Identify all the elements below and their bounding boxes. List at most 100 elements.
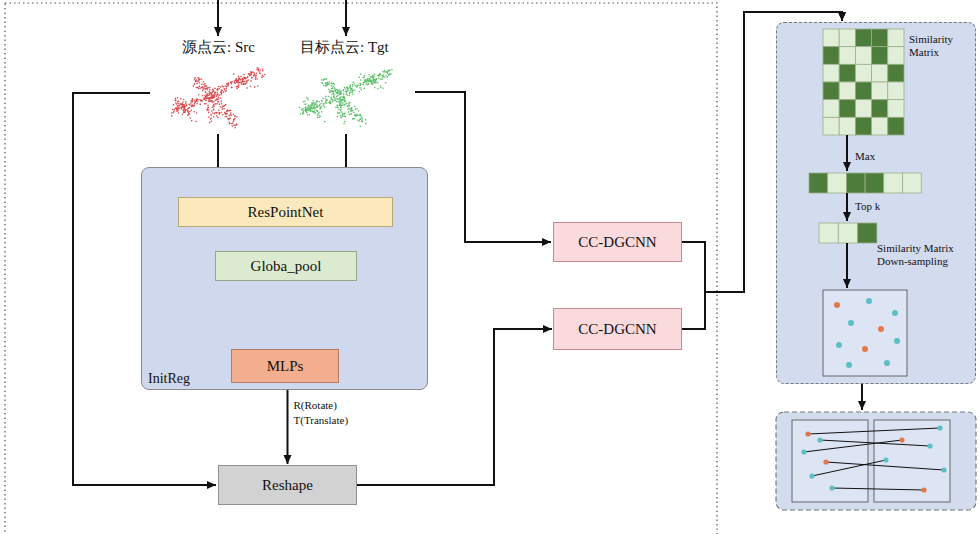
cloud-point <box>201 87 203 89</box>
cloud-point <box>344 87 346 89</box>
cloud-point <box>311 102 313 104</box>
cloud-point <box>180 104 182 106</box>
process-box: ResPointNet <box>178 197 393 227</box>
cloud-point <box>356 86 358 88</box>
cloud-point <box>324 121 326 123</box>
cloud-point <box>196 103 198 105</box>
cloud-point <box>347 88 349 90</box>
panel-label: Max <box>855 150 915 163</box>
cloud-point <box>329 102 331 104</box>
cloud-point <box>377 88 379 90</box>
cloud-point <box>335 106 337 108</box>
cloud-point <box>211 93 213 95</box>
cloud-point <box>226 116 228 118</box>
cloud-point <box>323 85 325 87</box>
cloud-point <box>351 108 353 110</box>
cloud-point <box>236 88 238 90</box>
cloud-point <box>225 113 227 115</box>
cloud-point <box>217 94 219 96</box>
cloud-point <box>192 101 194 103</box>
cloud-point <box>246 82 248 84</box>
cloud-point <box>340 100 342 102</box>
cloud-point <box>251 72 253 74</box>
cloud-point <box>208 116 210 118</box>
cloud-point <box>353 83 355 85</box>
cloud-point <box>193 85 195 87</box>
cloud-point <box>349 105 351 107</box>
cloud-point <box>208 100 210 102</box>
panel-label: Similarity Matrix <box>909 33 975 59</box>
cloud-point <box>337 101 339 103</box>
cloud-point <box>331 101 333 103</box>
cloud-point <box>210 96 212 98</box>
cloud-point <box>201 100 203 102</box>
cloud-point <box>347 89 349 91</box>
cloud-point <box>344 104 346 106</box>
cloud-point <box>196 79 198 81</box>
cloud-point <box>305 107 307 109</box>
cloud-point <box>216 92 218 94</box>
cloud-point <box>211 101 213 103</box>
cloud-point <box>178 105 180 107</box>
cloud-point <box>192 98 194 100</box>
cloud-point <box>204 95 206 97</box>
cloud-point <box>171 112 173 114</box>
cloud-point <box>376 78 378 80</box>
cloud-point <box>350 84 352 86</box>
cloud-point <box>371 80 373 82</box>
cloud-point <box>369 80 371 82</box>
cloud-point <box>306 111 308 113</box>
cloud-point <box>337 90 339 92</box>
cloud-point <box>250 80 252 82</box>
cloud-point <box>212 101 214 103</box>
cloud-point <box>259 71 261 73</box>
cloud-point <box>183 112 185 114</box>
cloud-point <box>352 110 354 112</box>
cloud-point <box>373 81 375 83</box>
cloud-point <box>349 94 351 96</box>
cloud-point <box>223 105 225 107</box>
cloud-point <box>205 96 207 98</box>
cloud-point <box>386 72 388 74</box>
cloud-point <box>175 102 177 104</box>
cloud-point <box>206 85 208 87</box>
cloud-point <box>311 104 313 106</box>
cloud-point <box>307 99 309 101</box>
cloud-point <box>339 104 341 106</box>
cloud-point <box>242 79 244 81</box>
cloud-point <box>217 101 219 103</box>
cloud-point <box>221 103 223 105</box>
cloud-point <box>208 107 210 109</box>
cloud-point <box>250 72 252 74</box>
cloud-point <box>328 81 330 83</box>
cloud-point <box>333 91 335 93</box>
cloud-point <box>346 86 348 88</box>
cloud-point <box>225 87 227 89</box>
cloud-point <box>217 89 219 91</box>
cloud-point <box>235 80 237 82</box>
cloud-point <box>310 107 312 109</box>
cloud-point <box>349 114 351 116</box>
cloud-point <box>380 79 382 81</box>
cloud-point <box>375 80 377 82</box>
process-box: Globa_pool <box>215 251 357 281</box>
cloud-point <box>178 108 180 110</box>
cloud-point <box>179 103 181 105</box>
cloud-point <box>340 94 342 96</box>
cloud-point <box>187 110 189 112</box>
cloud-point <box>333 99 335 101</box>
cloud-point <box>337 92 339 94</box>
cloud-point <box>304 103 306 105</box>
cloud-point <box>256 69 258 71</box>
cloud-point <box>373 81 375 83</box>
cloud-point <box>221 85 223 87</box>
cloud-point <box>332 88 334 90</box>
cloud-point <box>216 89 218 91</box>
cloud-point <box>300 113 302 115</box>
cloud-point <box>251 77 253 79</box>
cloud-point <box>343 93 345 95</box>
cloud-point <box>305 106 307 108</box>
outer-frame <box>5 3 717 534</box>
cloud-point <box>208 109 210 111</box>
cloud-point <box>339 94 341 96</box>
